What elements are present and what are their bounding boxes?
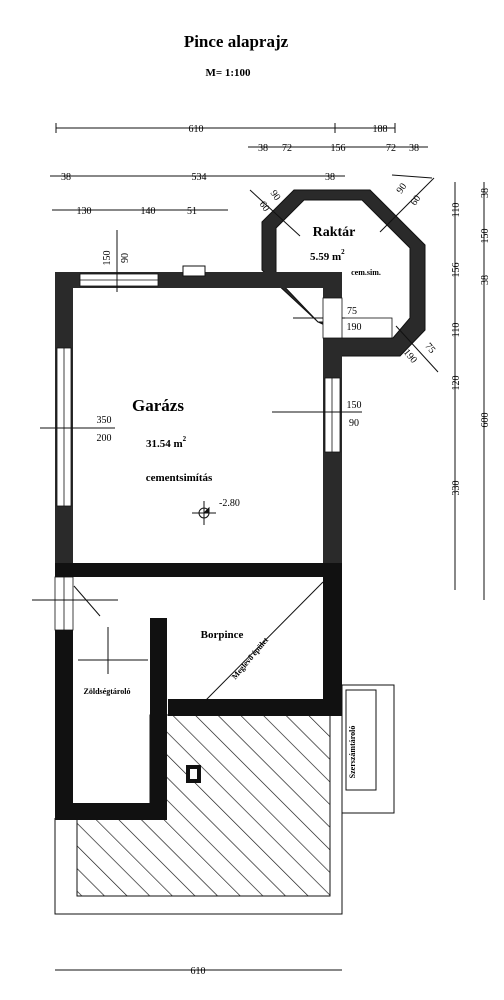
dim-right-330: 330 [451,481,462,496]
garage-room-finish: cementsimítás [146,472,213,484]
dim-right-600: 600 [480,413,491,428]
dim-right-window-150: 150 [347,400,362,411]
dim-right-38-a: 38 [480,188,491,198]
wine-cellar-name: Borpince [201,629,244,641]
dim-38-a: 38 [258,143,268,154]
dim-610-top: 610 [189,124,204,135]
dim-left-window-350: 350 [97,415,112,426]
dim-38-c: 38 [61,172,71,183]
dim-140: 140 [141,206,156,217]
lower-window-marks [32,585,148,674]
dim-right-window-90: 90 [349,418,359,429]
scale-label: M= 1:100 [205,67,251,79]
dimension-row-1 [55,123,396,133]
dim-right-38-b: 38 [480,275,491,285]
dim-534: 534 [192,172,207,183]
dim-storage-190: 190 [347,322,362,333]
dim-oct-60-right: 60 [409,193,424,208]
tool-storage-name: Szerszámtároló [348,726,357,779]
dim-72-b: 72 [386,143,396,154]
dim-oct-60-left: 60 [257,199,272,214]
existing-building-label: Meglévő épület [230,635,270,681]
dim-156: 156 [331,143,346,154]
dim-left-window-200: 200 [97,433,112,444]
level-mark-icon [192,501,216,525]
storage-room-area: 5.59 m2 [310,248,345,263]
dim-right-120: 120 [451,376,462,391]
dim-top-window-90: 90 [120,253,131,263]
storage-room-name: Raktár [313,225,356,240]
garage-window-marks [40,230,362,429]
dim-38-d: 38 [325,172,335,183]
dim-51: 51 [187,206,197,217]
level-mark-label: -2.80 [219,498,240,509]
garage-room-area: 31.54 m2 [146,435,187,450]
dimension-col-right [454,182,485,600]
dim-130: 130 [77,206,92,217]
dim-72-a: 72 [282,143,292,154]
dim-38-b: 38 [409,143,419,154]
storage-room-finish: cem.sim. [351,268,381,277]
dim-right-110: 110 [451,323,462,338]
vegetable-storage-name: Zöldségtároló [84,687,131,696]
garage-room-name: Garázs [132,396,184,415]
storage-room-walls [261,189,426,357]
dim-corner-75: 75 [422,341,437,356]
dim-right-150: 150 [480,229,491,244]
dim-610-bottom: 610 [191,966,206,977]
dim-right-110-top: 110 [451,203,462,218]
dim-188: 188 [373,124,388,135]
page-title: Pince alaprajz [184,32,289,51]
dim-top-window-150: 150 [102,251,113,266]
dim-oct-90-right: 90 [395,181,410,196]
dim-right-156: 156 [451,263,462,278]
lower-building-walls [54,576,395,915]
dim-oct-90-left: 90 [268,188,283,203]
dim-storage-75: 75 [347,306,357,317]
garage-walls [55,265,343,577]
